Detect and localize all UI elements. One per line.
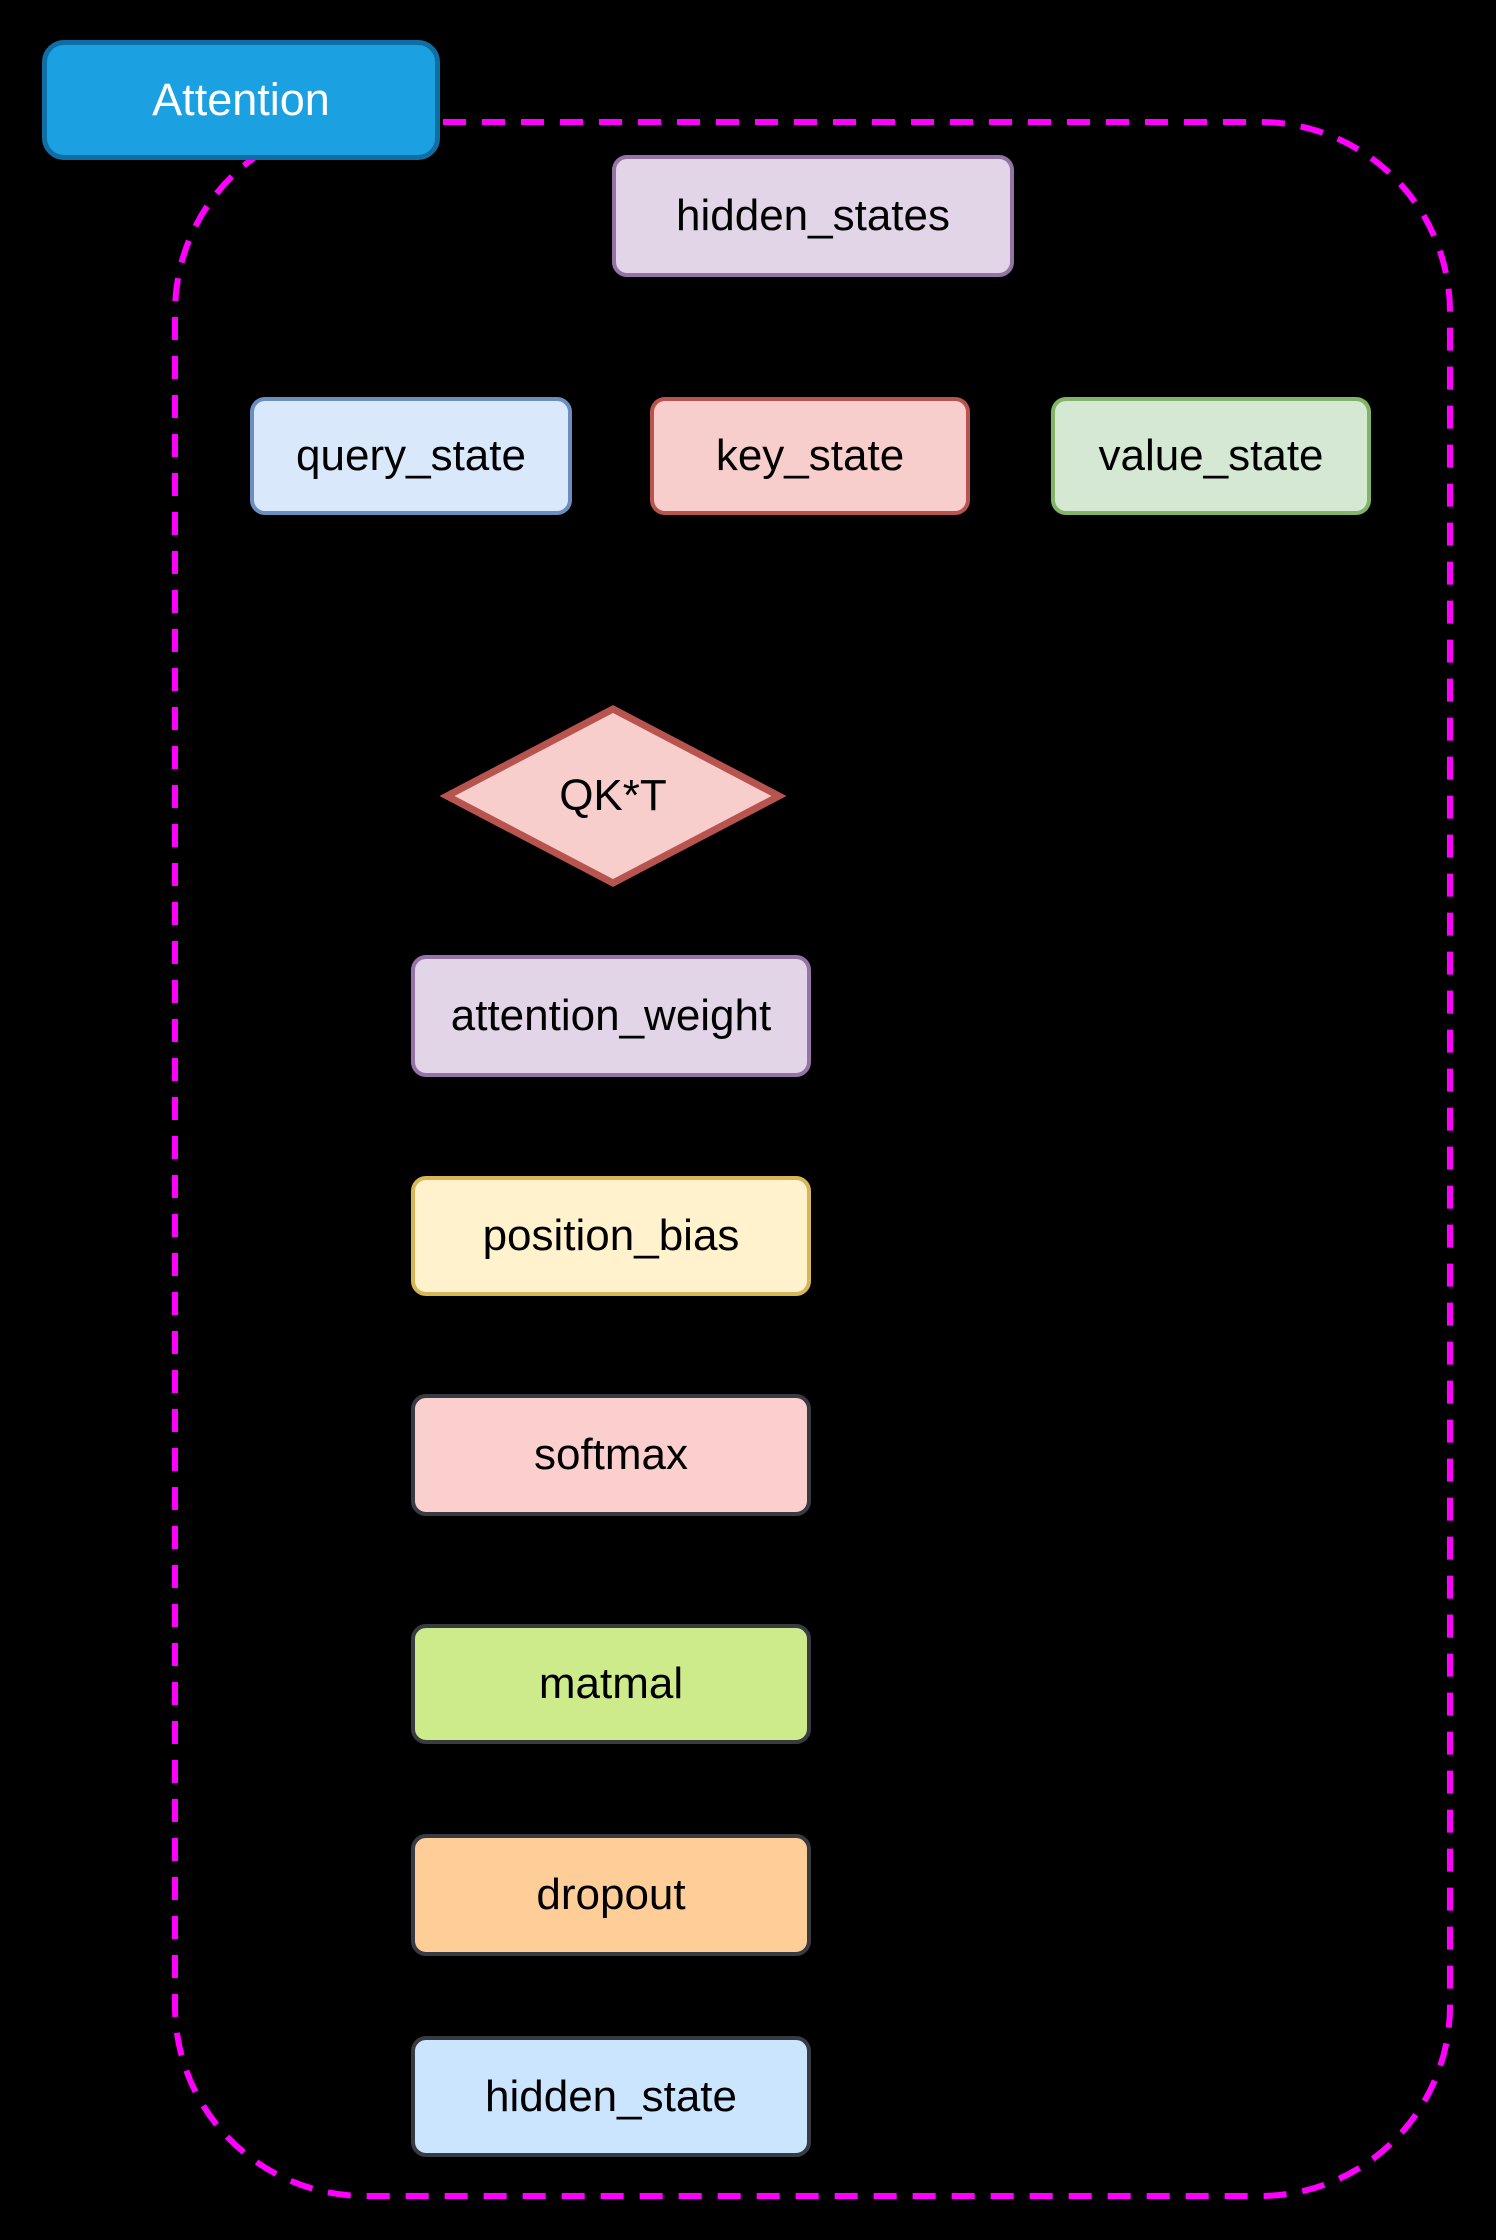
node-attention-title: Attention [42,40,440,160]
attention-group-border-rect [172,119,1453,2199]
node-hidden-state: hidden_state [411,2036,811,2157]
node-value-state: value_state [1051,397,1371,515]
node-softmax: softmax [411,1394,811,1516]
node-attention-weight: attention_weight [411,955,811,1077]
node-matmal: matmal [411,1624,811,1744]
node-qkt-diamond [439,705,787,887]
node-key-state: key_state [650,397,970,515]
node-hidden-states: hidden_states [612,155,1014,277]
qkt-diamond-shape [439,705,787,887]
node-query-state: query_state [250,397,572,515]
node-dropout: dropout [411,1834,811,1956]
node-position-bias: position_bias [411,1176,811,1296]
